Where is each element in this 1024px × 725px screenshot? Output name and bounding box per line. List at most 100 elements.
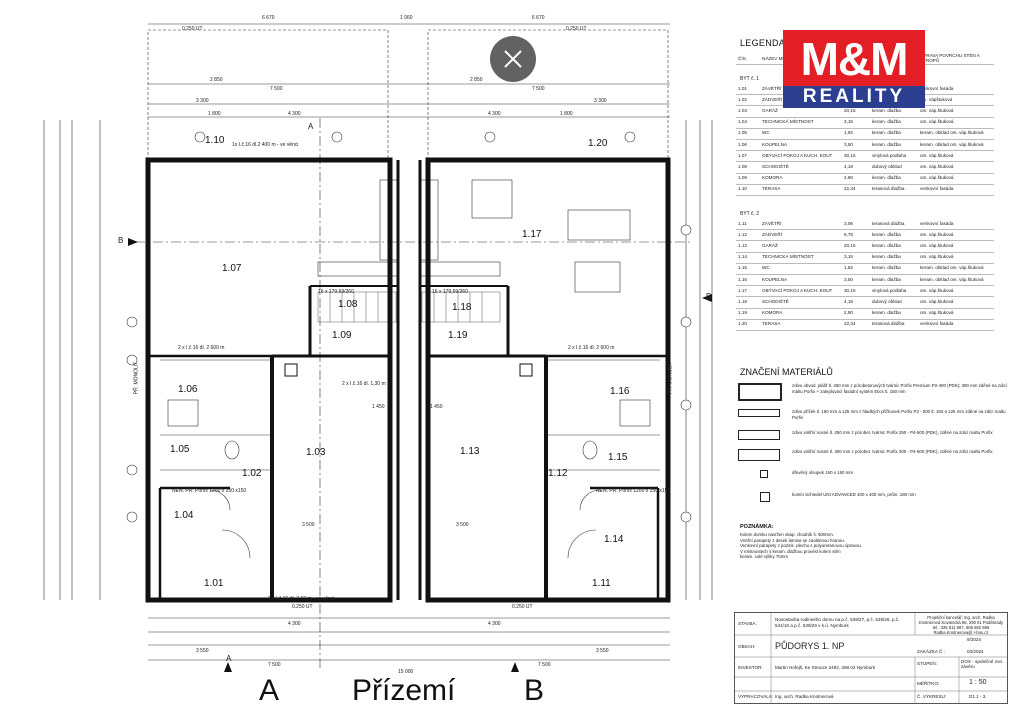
legend-cell-n: 1.11 (736, 219, 760, 231)
byt1-label: BYT č. 1 (740, 76, 760, 82)
wall-symbol-450 (738, 383, 782, 401)
legend-cell-n: 1.01 (736, 84, 760, 96)
legend-cell-name: TECHNICKÁ MÍSTNOST (760, 252, 842, 264)
legend-cell-name: OBÝVACÍ POKOJ A KUCH. KOUT (760, 150, 842, 163)
dim-row2-g: 3 300 (196, 98, 209, 104)
legend-cell-wall: om. váp.štuková (918, 296, 994, 309)
caption-a: A (259, 674, 280, 707)
dim-row2-h: 3 300 (594, 98, 607, 104)
room-label: 1.20 (588, 138, 608, 149)
tb-investor-label: INVESTOR: (738, 665, 763, 670)
tb-stavba: Novostavba rodinného domu na p.č. 539/27… (775, 617, 900, 628)
dim-row2-c: 1 800 (208, 111, 221, 117)
legend-cell-n: 1.18 (736, 296, 760, 309)
legend-cell-n: 1.20 (736, 319, 760, 331)
wall-symbol-150 (738, 409, 780, 417)
legend-cell-wall: om. váp.štuková (918, 117, 994, 129)
room-label: 1.17 (522, 229, 542, 240)
legend-cell-floor: keram. dlažba (870, 139, 918, 152)
legend-cell-wall: om. váp.štuková (918, 161, 994, 174)
title-block: STAVBA: Novostavba rodinného domu na p.č… (734, 612, 1008, 704)
section-label-a2: A (226, 654, 232, 663)
dim-bottom-h: 1 450 (430, 404, 443, 410)
plan-note: 2 x I.č.16 dl. 2 600 m (568, 345, 615, 351)
material-item: zdivo obvod. plášť tl. 450 mm z pórobeto… (738, 383, 1008, 409)
room-label: 1.04 (174, 510, 194, 521)
legend-cell-floor: keram. dlažba (870, 117, 918, 129)
dim-row2-right: 7 500 (532, 86, 545, 92)
room-label: 1.18 (452, 302, 472, 313)
legend-cell-area: 3,06 (842, 219, 870, 231)
material-desc: zdivo vnitřní nosné tl. 250 mm z pórobet… (792, 430, 993, 435)
legend-cell-area: 3,50 (842, 139, 870, 152)
room-label: 1.13 (460, 446, 480, 457)
legend-cell-area: 4,18 (842, 161, 870, 174)
tb-stupen-label: STUPEŇ: (917, 661, 937, 666)
notes-text: Kolem domku navržen okap. chodník š. 600… (740, 532, 863, 559)
legend-cell-n: 1.03 (736, 105, 760, 118)
plan-note: 16 x 179,69/260 (432, 289, 468, 295)
legend-cell-floor: keram. dlažba (870, 128, 918, 140)
close-button[interactable] (490, 36, 536, 82)
section-label-b: B (118, 236, 124, 245)
legend-cell-wall: venkovní fasáda (918, 184, 994, 196)
col-walls: ÚPRAVA POVRCHU STĚN A STROPŮ (918, 53, 994, 66)
legend-cell-n: 1.04 (736, 117, 760, 129)
legend-cell-n: 1.13 (736, 240, 760, 253)
room-label: 1.06 (178, 384, 198, 395)
material-item: zdivo vnitřní nosné tl. 300 mm z pórobet… (738, 449, 1008, 467)
dim-bottom-c: 7 500 (268, 662, 281, 668)
dim-top-left: 6 670 (262, 15, 275, 21)
legend-cell-name: WC (760, 263, 842, 275)
legend-cell-floor: keram. dlažba (870, 308, 918, 320)
legend-cell-wall: om. váp.štuková (918, 285, 994, 298)
dim-level-right: 0.250 UT (566, 26, 587, 32)
legend-cell-wall: keram. obklad om. váp.štuková (918, 274, 994, 287)
room-label: 1.16 (610, 386, 630, 397)
plan-note: PŘ. MONOLIT (667, 361, 674, 395)
legend-cell-area: 4,18 (842, 296, 870, 309)
legend-cell-area: 1,92 (842, 128, 870, 140)
legend-cell-wall: om. vápštuková (918, 94, 994, 107)
legend-cell-floor: dubový obklad (870, 161, 918, 174)
room-label: 1.10 (205, 135, 225, 146)
plan-note: 0.250 UT (292, 604, 313, 610)
dim-row2-a: 2 850 (210, 77, 223, 83)
wall-symbol-250 (738, 430, 780, 440)
chimney-symbol (760, 492, 770, 502)
legend-cell-name: TECHNICKÁ MÍSTNOST (760, 117, 842, 129)
dim-row2-f: 4 300 (488, 111, 501, 117)
caption-floor: Přízemí (352, 674, 456, 707)
materials-title: ZNAČENÍ MATERIÁLŮ (740, 367, 833, 377)
dim-row2-e: 4 300 (288, 111, 301, 117)
legend-cell-n: 1.14 (736, 252, 760, 264)
legend-cell-name: SCHODIŠTĚ (760, 296, 842, 309)
legend-cell-wall: om. váp.štuková (918, 240, 994, 253)
section-label-b2: B (706, 292, 712, 301)
tb-zakazka: 03/2024 (967, 649, 984, 654)
tb-obsah: PŮDORYS 1. NP (775, 641, 845, 651)
legend-cell-name: SCHODIŠTĚ (760, 161, 842, 174)
tb-meritko: 1 : 50 (969, 679, 987, 686)
dim-bottom-f: 4 300 (488, 621, 501, 627)
legend-cell-floor: keram. dlažba (870, 263, 918, 275)
legend-cell-n: 1.05 (736, 128, 760, 140)
mm-reality-logo: M&M REALITY (783, 30, 925, 108)
tb-investor: Martin Hofejš, Ke Strouze 2492, 288 02 N… (775, 665, 876, 670)
tb-stavba-label: STAVBA: (738, 621, 757, 626)
legend-cell-n: 1.17 (736, 285, 760, 298)
room-label: 1.01 (204, 578, 224, 589)
dim-bottom-j: 3 500 (456, 522, 469, 528)
material-desc: zdivo vnitřní nosné tl. 300 mm z pórobet… (792, 449, 993, 454)
tb-vykres-label: Č. VÝKRESU: (917, 694, 947, 699)
